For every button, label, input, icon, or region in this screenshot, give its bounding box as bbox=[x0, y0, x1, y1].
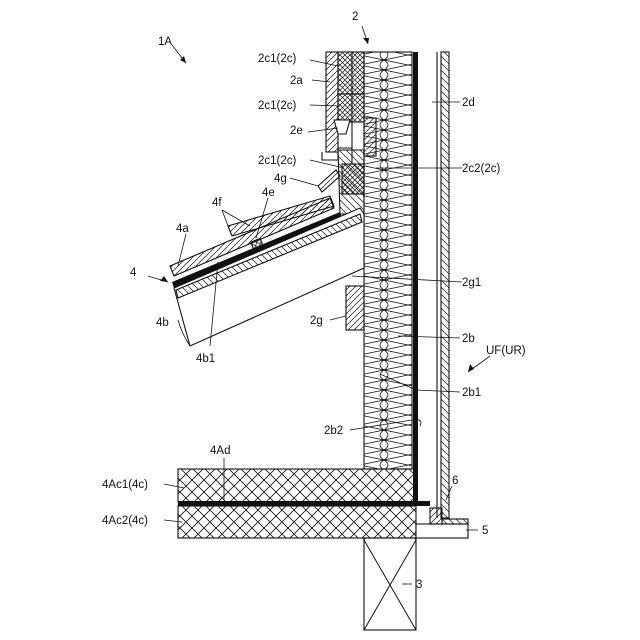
bracket-4g bbox=[318, 170, 340, 192]
label-4Ac1: 4Ac1(4c) bbox=[102, 479, 148, 491]
upper-block-2c1-b bbox=[338, 94, 364, 122]
label-4: 4 bbox=[130, 267, 137, 279]
label-2g1: 2g1 bbox=[462, 277, 481, 289]
label-4g: 4g bbox=[274, 173, 287, 185]
label-2b2: 2b2 bbox=[324, 425, 343, 437]
label-6: 6 bbox=[452, 475, 458, 487]
label-1A: 1A bbox=[158, 36, 172, 48]
vapor-sheet-4Ad bbox=[178, 501, 416, 506]
label-4Ad: 4Ad bbox=[210, 445, 230, 457]
floor-layer-4Ac2 bbox=[178, 506, 416, 538]
label-2e: 2e bbox=[290, 125, 303, 137]
upper-block-2c1-a bbox=[338, 52, 364, 94]
small-block bbox=[430, 508, 442, 524]
label-2: 2 bbox=[352, 11, 358, 23]
block-2g bbox=[346, 286, 364, 330]
base-strip bbox=[442, 519, 468, 524]
wall-insulation-2b bbox=[364, 52, 412, 469]
label-2b: 2b bbox=[462, 333, 475, 345]
label-2c1-a: 2c1(2c) bbox=[258, 53, 297, 65]
floor-layer-4Ac1 bbox=[178, 469, 416, 502]
label-5: 5 bbox=[482, 525, 488, 537]
base-plate-5 bbox=[416, 524, 468, 538]
strip-2a bbox=[326, 52, 338, 152]
wall-corner-block bbox=[338, 150, 364, 214]
label-3: 3 bbox=[416, 579, 422, 591]
label-2c1-b: 2c1(2c) bbox=[258, 100, 297, 112]
label-4f: 4f bbox=[212, 197, 222, 209]
outer-cladding-6 bbox=[441, 52, 449, 518]
block-2c2 bbox=[364, 118, 376, 156]
label-4Ac2: 4Ac2(4c) bbox=[102, 515, 148, 527]
membrane-bottom bbox=[416, 501, 430, 506]
label-4e: 4e bbox=[262, 187, 275, 199]
label-4b: 4b bbox=[156, 317, 169, 329]
label-2c2: 2c2(2c) bbox=[462, 163, 501, 175]
label-2d: 2d bbox=[462, 97, 475, 109]
label-4b1: 4b1 bbox=[196, 353, 215, 365]
label-2g: 2g bbox=[310, 315, 323, 327]
label-2c1-c: 2c1(2c) bbox=[258, 155, 297, 167]
label-4a: 4a bbox=[176, 223, 189, 235]
label-2b1: 2b1 bbox=[462, 387, 481, 399]
label-2a: 2a bbox=[290, 75, 303, 87]
label-UF: UF(UR) bbox=[486, 345, 526, 357]
